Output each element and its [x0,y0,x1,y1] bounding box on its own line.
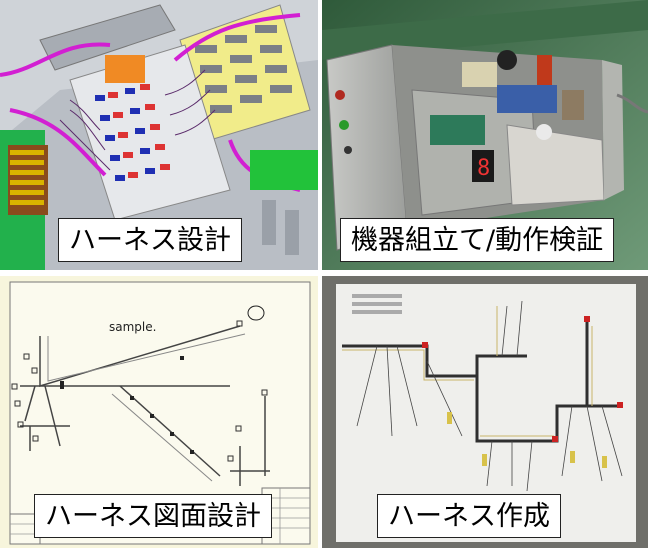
panel-caption: ハーネス図面設計 [34,494,272,538]
harness-fabrication-panel: ハーネス作成 [322,276,648,548]
harness-design-panel: ハーネス設計 [0,0,318,270]
svg-text:8: 8 [477,156,490,181]
equipment-assembly-panel: 8 機器組立て/動作検証 [322,0,648,270]
cad-harness-illustration [0,0,318,270]
harness-drawing-panel: sample. [0,276,318,548]
panel-caption: ハーネス設計 [58,218,242,262]
drawing-sample-label: sample. [109,320,156,334]
panel-caption: 機器組立て/動作検証 [340,218,615,262]
panel-caption: ハーネス作成 [377,494,561,538]
